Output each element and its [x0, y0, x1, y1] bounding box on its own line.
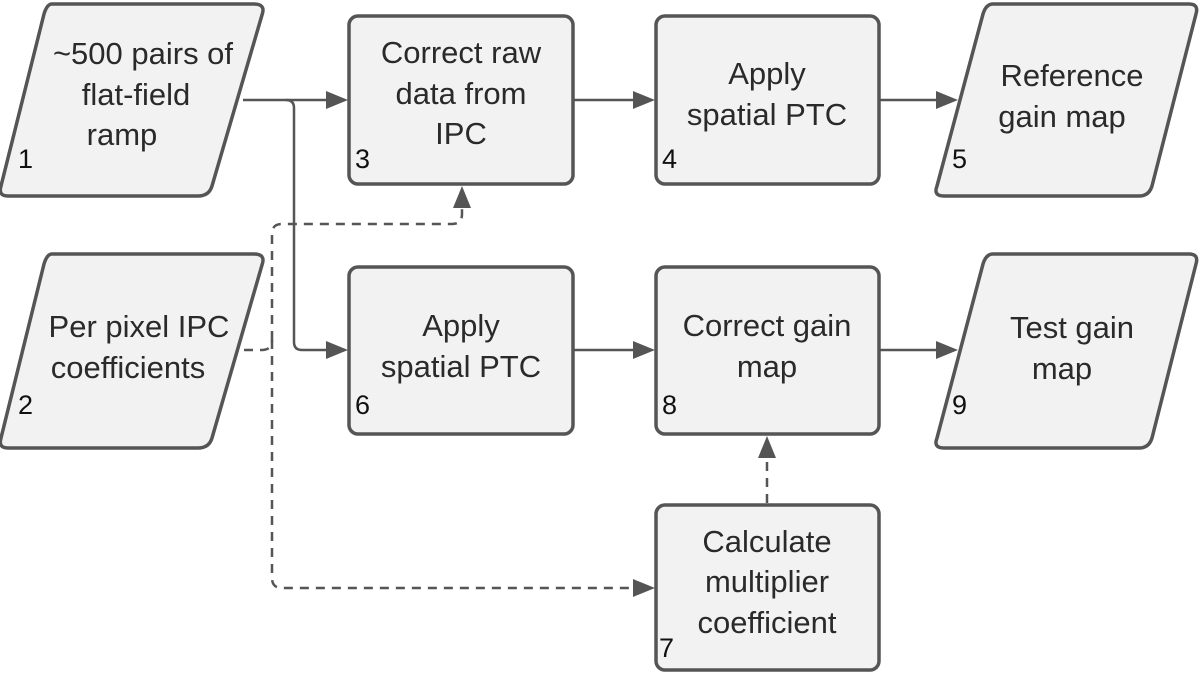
node-8-label-line-2: map	[737, 349, 797, 384]
arrowhead-n2-n3	[453, 186, 471, 208]
node-5-shape	[934, 2, 1199, 198]
node-2-label-line-1: Per pixel IPC	[49, 309, 230, 344]
node-3-number: 3	[355, 144, 370, 174]
node-7-number: 7	[659, 633, 674, 663]
node-5-label-line-1: Reference	[1000, 58, 1143, 93]
node-1-label-line-2: flat-field	[82, 77, 191, 112]
arrowhead-n7-n8	[758, 436, 776, 458]
node-4-label-line-1: Apply	[728, 56, 806, 91]
node-3-label-line-2: data from	[396, 76, 527, 111]
node-4-number: 4	[662, 144, 677, 174]
edge-n2-brace	[244, 339, 274, 352]
arrowhead-n3-n4	[633, 91, 655, 109]
node-6-label-line-2: spatial PTC	[381, 349, 541, 384]
node-9-number: 9	[952, 390, 967, 420]
node-1-label-line-1: ~500 pairs of	[53, 36, 233, 71]
node-3-label-line-1: Correct raw	[381, 35, 542, 70]
arrowhead-n4-n5	[936, 91, 958, 109]
node-6-number: 6	[355, 390, 370, 420]
node-7-label-line-2: multiplier	[705, 564, 829, 599]
node-3-label-line-3: IPC	[435, 116, 487, 151]
edges	[243, 91, 958, 597]
node-4-label-line-2: spatial PTC	[687, 97, 847, 132]
node-1-label-line-3: ramp	[87, 117, 158, 152]
arrowhead-n8-n9	[936, 341, 958, 359]
node-7-shape	[654, 503, 881, 672]
node-2-label-line-2: coefficients	[51, 350, 206, 385]
node-2-number: 2	[18, 390, 33, 420]
edge-n1-n6	[285, 98, 330, 352]
arrowhead-n2-n7	[633, 579, 655, 597]
node-1-number: 1	[18, 144, 33, 174]
node-3-shape	[347, 14, 575, 186]
arrowhead-n6-n8	[633, 341, 655, 359]
node-5-label-line-2: gain map	[998, 99, 1126, 134]
node-9-label-line-1: Test gain	[1010, 310, 1134, 345]
node-7-label-line-3: coefficient	[697, 605, 836, 640]
arrowhead-n1-n3	[326, 91, 348, 109]
node-7-label-line-1: Calculate	[702, 524, 831, 559]
node-1-shape	[0, 2, 265, 198]
edge-n2-n3	[270, 206, 464, 340]
node-6-label-line-1: Apply	[422, 308, 500, 343]
node-6-shape	[347, 265, 575, 436]
node-4-shape	[654, 14, 881, 186]
edge-n2-n7	[270, 340, 637, 590]
node-8-label-line-1: Correct gain	[683, 308, 852, 343]
arrowhead-n1-n6	[326, 341, 348, 359]
node-9-label-line-2: map	[1032, 351, 1092, 386]
node-5-number: 5	[952, 144, 967, 174]
node-8-number: 8	[662, 390, 677, 420]
node-9-shape	[934, 252, 1199, 450]
node-8-shape	[654, 265, 881, 436]
node-labels: ~500 pairs of flat-field ramp 1 Per pixe…	[18, 35, 1144, 663]
node-2-shape	[0, 252, 265, 450]
